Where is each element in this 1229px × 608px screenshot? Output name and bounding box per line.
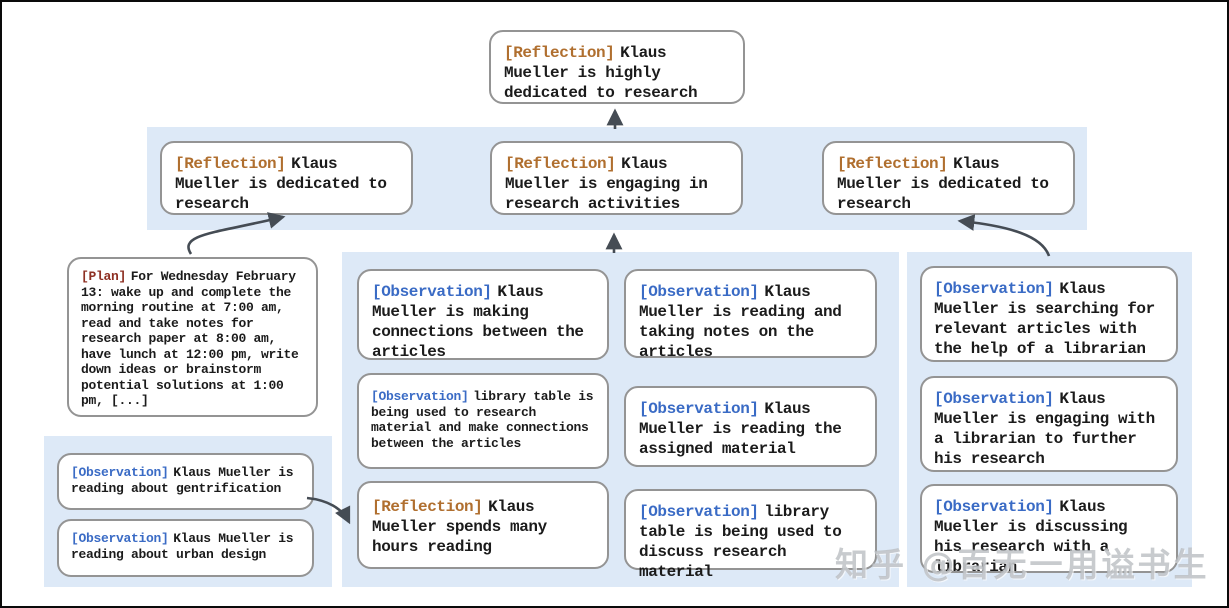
observation-tag: [Observation] (71, 465, 169, 480)
node-root-reflection: [Reflection]Klaus Mueller is highly dedi… (489, 30, 745, 104)
reflection-tag: [Reflection] (837, 155, 948, 173)
node-text: Klaus Mueller is dedicated to research (837, 155, 1049, 213)
zhihu-watermark: 知乎 @百无一用谥书生 (835, 545, 1210, 584)
node-text: library table is being used to research … (371, 389, 594, 451)
node-obs-urban-design: [Observation]Klaus Mueller is reading ab… (57, 519, 314, 577)
node-reflection-hours-reading: [Reflection]Klaus Mueller spends many ho… (357, 481, 609, 569)
node-text: Klaus Mueller is discussing his research… (934, 498, 1128, 576)
node-text: Klaus Mueller is searching for relevant … (934, 280, 1155, 358)
node-obs-engaging-librarian: [Observation]Klaus Mueller is engaging w… (920, 376, 1178, 472)
observation-tag: [Observation] (934, 280, 1054, 298)
observation-tag: [Observation] (639, 283, 759, 301)
reflection-tag: [Reflection] (505, 155, 616, 173)
node-text: Klaus Mueller is highly dedicated to res… (504, 44, 698, 102)
node-text: Klaus Mueller spends many hours reading (372, 498, 547, 556)
node-text: library table is being used to discuss r… (639, 503, 842, 581)
node-text: Klaus Mueller is engaging with a librari… (934, 390, 1155, 468)
reflection-tag: [Reflection] (372, 498, 483, 516)
node-obs-library-table-discuss: [Observation]library table is being used… (624, 489, 877, 581)
node-obs-gentrification: [Observation]Klaus Mueller is reading ab… (57, 453, 314, 510)
node-reflection-left: [Reflection]Klaus Mueller is dedicated t… (160, 141, 413, 215)
node-obs-searching-articles: [Observation]Klaus Mueller is searching … (920, 266, 1178, 362)
node-text: Klaus Mueller is reading about gentrific… (71, 465, 294, 496)
reflection-tag: [Reflection] (504, 44, 615, 62)
observation-tag: [Observation] (934, 498, 1054, 516)
observation-tag: [Observation] (371, 389, 469, 404)
node-obs-library-table-research: [Observation]library table is being used… (357, 373, 609, 469)
node-reflection-right: [Reflection]Klaus Mueller is dedicated t… (822, 141, 1075, 215)
node-obs-assigned-material: [Observation]Klaus Mueller is reading th… (624, 386, 877, 467)
node-text: Klaus Mueller is making connections betw… (372, 283, 584, 361)
reflection-tag: [Reflection] (175, 155, 286, 173)
node-reflection-middle: [Reflection]Klaus Mueller is engaging in… (490, 141, 743, 215)
node-text: Klaus Mueller is reading about urban des… (71, 531, 294, 562)
observation-tag: [Observation] (934, 390, 1054, 408)
node-text: Klaus Mueller is reading and taking note… (639, 283, 842, 361)
node-plan: [Plan]For Wednesday February 13: wake up… (67, 257, 318, 417)
node-obs-connections: [Observation]Klaus Mueller is making con… (357, 269, 609, 361)
node-obs-discussing-research: [Observation]Klaus Mueller is discussing… (920, 484, 1178, 576)
node-text: For Wednesday February 13: wake up and c… (81, 269, 299, 408)
observation-tag: [Observation] (71, 531, 169, 546)
node-text: Klaus Mueller is engaging in research ac… (505, 155, 708, 213)
observation-tag: [Observation] (372, 283, 492, 301)
node-text: Klaus Mueller is dedicated to research (175, 155, 387, 213)
node-obs-taking-notes: [Observation]Klaus Mueller is reading an… (624, 269, 877, 361)
node-text: Klaus Mueller is reading the assigned ma… (639, 400, 842, 458)
observation-tag: [Observation] (639, 503, 759, 521)
plan-tag: [Plan] (81, 269, 127, 284)
observation-tag: [Observation] (639, 400, 759, 418)
